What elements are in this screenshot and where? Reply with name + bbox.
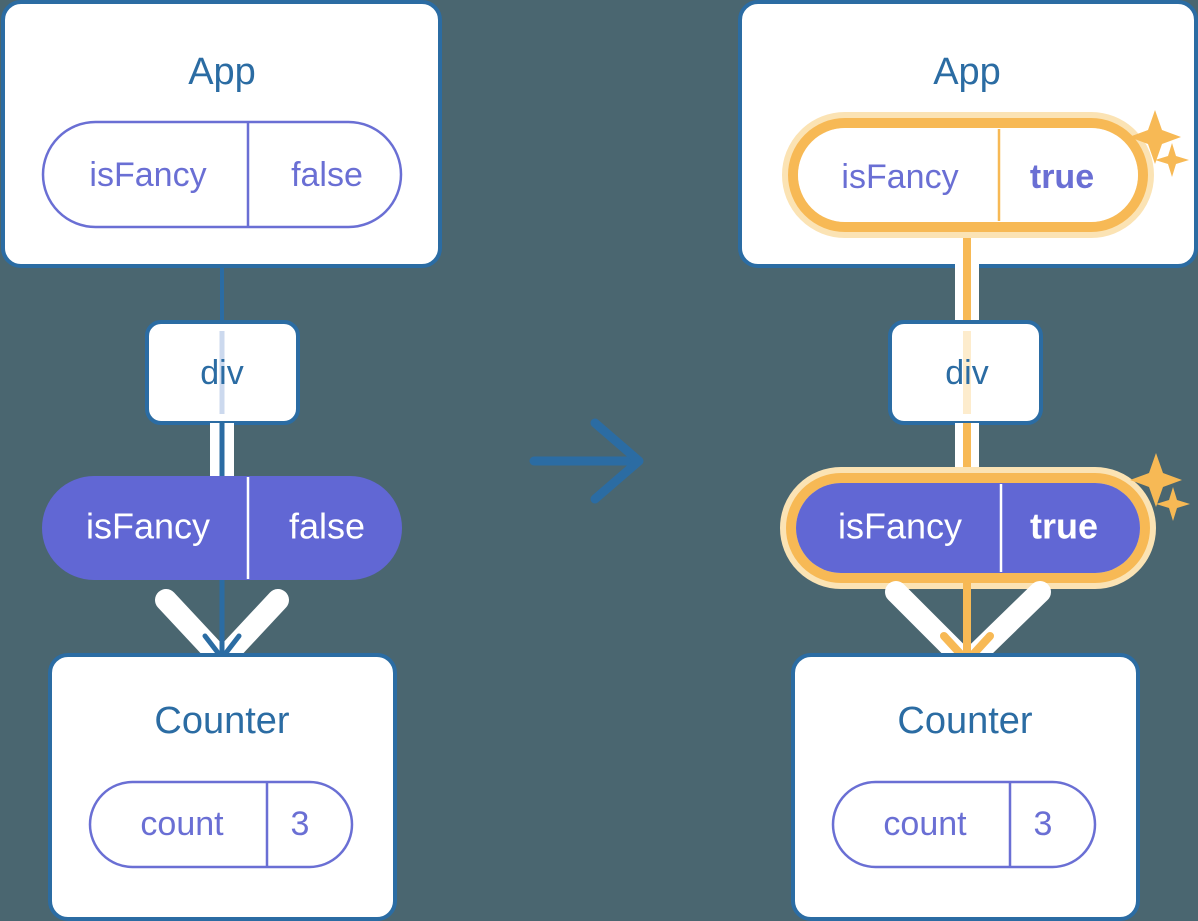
counter-card-before: Counter count 3	[48, 653, 397, 921]
app-state-pill-shape	[41, 120, 403, 229]
div-card-after: div	[888, 320, 1043, 425]
arrow-prop-to-counter-after	[940, 578, 994, 665]
panel-after: App isFancy true div	[738, 0, 1198, 921]
app-state-pill-before: isFancy false	[41, 120, 403, 229]
counter-state-pill-before: count 3	[88, 780, 354, 869]
counter-state-pill-shape	[88, 780, 354, 869]
prop-pill-key: isFancy	[838, 506, 962, 547]
prop-pill-shape	[796, 483, 1140, 573]
sparkle-icon-app-large	[1129, 110, 1181, 164]
app-state-pill-key: isFancy	[89, 156, 206, 194]
panel-before: App isFancy false div isFancy false	[1, 0, 442, 921]
app-card-title: App	[188, 51, 256, 93]
div-card-label: div	[945, 354, 988, 392]
counter-state-pill-key: count	[883, 805, 967, 843]
sparkle-icon-prop-large	[1130, 453, 1182, 507]
counter-state-pill-after: count 3	[831, 780, 1097, 869]
transition-arrow-head	[590, 418, 644, 504]
prop-pill-key: isFancy	[86, 506, 210, 547]
counter-state-pill-key: count	[140, 805, 224, 843]
app-state-pill-halo-inner	[788, 118, 1148, 232]
arrow-prop-to-counter-before	[202, 580, 242, 661]
counter-state-pill-value: 3	[1034, 805, 1053, 843]
prop-pill-value: true	[1030, 506, 1098, 547]
div-card-before: div	[145, 320, 300, 425]
app-state-pill-after: isFancy true	[782, 112, 1154, 238]
transition-right-arrow-icon	[529, 418, 644, 504]
prop-pill-shape	[42, 476, 402, 580]
counter-state-pill-shape	[831, 780, 1097, 869]
counter-card-title: Counter	[154, 700, 290, 742]
div-card-label: div	[200, 354, 243, 392]
sparkle-icon-prop-small	[1156, 487, 1190, 521]
app-card-before: App isFancy false	[1, 0, 442, 268]
prop-pill-before: isFancy false	[42, 476, 402, 580]
counter-card-title: Counter	[897, 700, 1033, 742]
app-card-title: App	[933, 51, 1001, 93]
prop-pill-value: false	[289, 506, 365, 547]
sparkle-icon-app-small	[1155, 143, 1189, 177]
app-state-pill-key: isFancy	[841, 158, 958, 196]
app-state-pill-value: true	[1030, 158, 1094, 196]
counter-card-after: Counter count 3	[791, 653, 1140, 921]
prop-pill-after: isFancy true	[780, 467, 1156, 589]
counter-state-pill-value: 3	[291, 805, 310, 843]
app-state-pill-shape	[798, 128, 1138, 222]
app-state-pill-value: false	[291, 156, 363, 194]
